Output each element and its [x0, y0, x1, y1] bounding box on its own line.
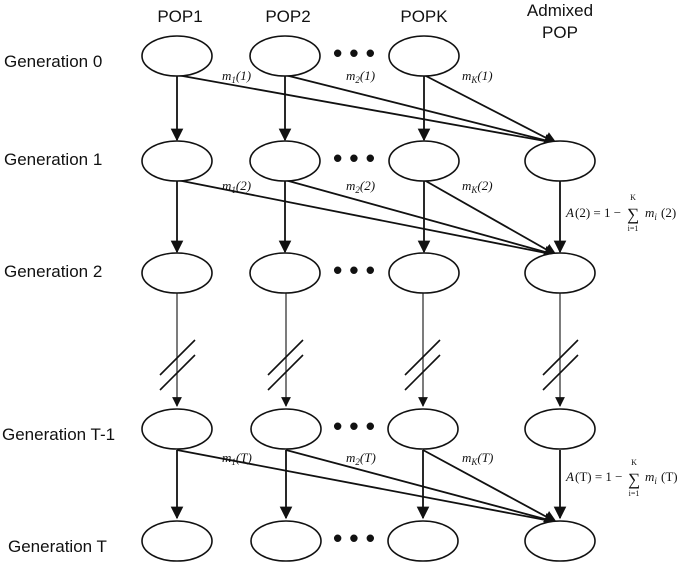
row-label-generation-2: Generation 2 [4, 262, 102, 281]
label-mk-2: mK(2) [462, 178, 493, 195]
ellipsis-gen0: • • • [333, 38, 375, 68]
svg-text:m1(1): m1(1) [222, 68, 251, 85]
node-pop2-gent1 [250, 408, 322, 450]
row-label-generation-0: Generation 0 [4, 52, 102, 71]
node-pop2-gent [250, 520, 322, 562]
node-pop1-gent1 [141, 408, 213, 450]
node-pop2-gen1 [249, 140, 321, 182]
migration-arrow-pop1-g2 [176, 179, 558, 259]
node-pop2-gen0 [249, 35, 321, 77]
column-header-popk: POPK [400, 7, 448, 26]
svg-text:(T): (T) [661, 469, 678, 484]
node-admixed-gent1 [524, 408, 596, 450]
svg-text:∑: ∑ [628, 470, 640, 489]
svg-text:m2(T): m2(T) [346, 450, 376, 467]
migration-arrow-pop2-gt [285, 449, 558, 526]
ellipsis-gen2: • • • [333, 255, 375, 285]
label-mk-t: mK(T) [462, 450, 493, 467]
node-pop1-gen2 [141, 252, 213, 294]
label-m1-1: m1(1) [222, 68, 251, 85]
label-m1-2: m1(2) [222, 178, 251, 195]
node-popk-gen0 [388, 35, 460, 77]
node-pop1-gen1 [141, 140, 213, 182]
equation-a2: A (2) = 1 − K ∑ i=1 mi (2) [565, 193, 676, 233]
ellipsis-gen1: • • • [333, 143, 375, 173]
svg-text:mK(T): mK(T) [462, 450, 493, 467]
column-header-pop1: POP1 [157, 7, 202, 26]
migration-arrow-pop1-gt [176, 449, 558, 527]
label-m1-t: m1(T) [222, 450, 252, 467]
node-admixed-gent [524, 520, 596, 562]
ellipsis-gent: • • • [333, 523, 375, 553]
migration-arrow-pop1-g1 [176, 74, 558, 148]
svg-text:m2(1): m2(1) [346, 68, 375, 85]
migration-arrow-pop2-g2 [284, 179, 558, 259]
node-pop1-gen0 [141, 35, 213, 77]
svg-text:(2) = 1 −: (2) = 1 − [575, 205, 621, 220]
svg-text:(2): (2) [661, 205, 676, 220]
row-label-generation-t: Generation T [8, 537, 107, 556]
break-mark-pop2 [267, 339, 304, 391]
svg-text:K: K [631, 458, 637, 467]
label-mk-1: mK(1) [462, 68, 493, 85]
svg-text:m2(2): m2(2) [346, 178, 375, 195]
svg-text:i=1: i=1 [628, 224, 639, 233]
break-mark-pop1 [159, 339, 196, 391]
migration-arrow-popk-gt [422, 449, 558, 523]
node-pop2-gen2 [249, 252, 321, 294]
label-m2-2: m2(2) [346, 178, 375, 195]
node-popk-gen1 [388, 140, 460, 182]
row-label-generation-1: Generation 1 [4, 150, 102, 169]
equation-at: A (T) = 1 − K ∑ i=1 mi (T) [565, 458, 678, 498]
node-popk-gen2 [388, 252, 460, 294]
migration-arrow-popk-g2 [423, 179, 558, 256]
svg-text:A: A [565, 469, 574, 484]
svg-text:K: K [630, 193, 636, 202]
svg-text:mK(2): mK(2) [462, 178, 493, 195]
svg-text:mi: mi [645, 205, 657, 222]
svg-text:m1(T): m1(T) [222, 450, 252, 467]
svg-text:m1(2): m1(2) [222, 178, 251, 195]
column-header-pop2: POP2 [265, 7, 310, 26]
node-admixed-gen2 [524, 252, 596, 294]
row-label-generation-t-1: Generation T-1 [2, 425, 115, 444]
break-mark-popk [404, 339, 441, 391]
label-m2-t: m2(T) [346, 450, 376, 467]
column-header-admixed-line2: POP [542, 23, 578, 42]
svg-text:i=1: i=1 [629, 489, 640, 498]
node-popk-gent [387, 520, 459, 562]
svg-text:A: A [565, 205, 574, 220]
node-admixed-gen1 [524, 140, 596, 182]
svg-text:∑: ∑ [627, 205, 639, 224]
migration-arrow-pop2-g1 [284, 74, 558, 147]
migration-arrow-popk-g1 [423, 74, 558, 144]
svg-text:mK(1): mK(1) [462, 68, 493, 85]
node-pop1-gent [141, 520, 213, 562]
ellipsis-gent1: • • • [333, 411, 375, 441]
node-popk-gent1 [387, 408, 459, 450]
column-header-admixed-line1: Admixed [527, 1, 593, 20]
svg-text:(T) = 1 −: (T) = 1 − [575, 469, 623, 484]
label-m2-1: m2(1) [346, 68, 375, 85]
break-mark-admixed [542, 339, 579, 391]
svg-text:mi: mi [645, 469, 657, 486]
